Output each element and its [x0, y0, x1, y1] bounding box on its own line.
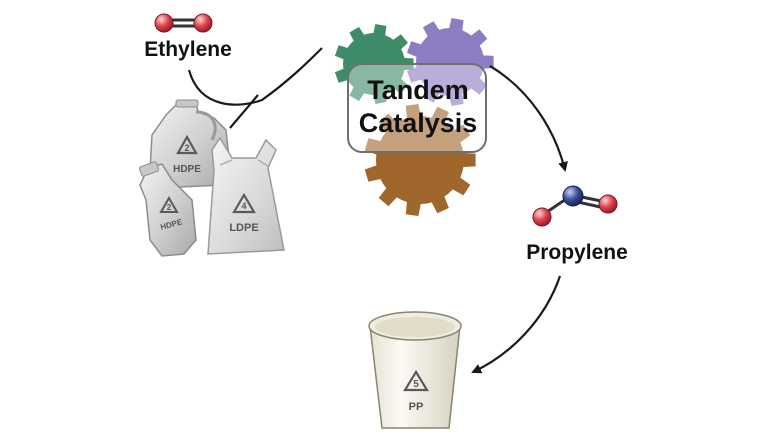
ldpe-bag: [207, 136, 285, 255]
arrow-to-polypropylene: [471, 275, 562, 374]
propylene-molecule: [532, 185, 618, 227]
recycle-code-cup: PP: [409, 401, 424, 413]
central-carbon-atom: [562, 185, 584, 207]
propylene-label: Propylene: [526, 241, 628, 264]
methyl-carbon-atom: [532, 207, 552, 227]
recycle-code-jug: HDPE: [173, 164, 201, 175]
catalyst-gears: [334, 18, 494, 216]
recycle-triangle-icon: [176, 134, 198, 155]
cup-inside: [375, 317, 455, 337]
catalysis-label-line2: Catalysis: [359, 108, 478, 138]
gear-brown: [364, 104, 476, 216]
recycle-triangle-icon: [232, 192, 256, 214]
recycle-triangle-icon: [403, 369, 429, 392]
ethylene-feed-curve: [187, 47, 323, 106]
recycle-symbol-jug: 2 HDPE: [173, 134, 201, 175]
plastic-feed-line: [229, 94, 259, 129]
ethylene-molecule: [154, 13, 213, 33]
recycle-number-bag: 4: [241, 201, 246, 211]
ethylene-label: Ethylene: [144, 38, 232, 61]
carbon-atom-left: [154, 13, 174, 33]
polypropylene-cup: 5 PP: [368, 311, 462, 429]
carbon-atom-right: [193, 13, 213, 33]
recycle-symbol-bag: 4 LDPE: [229, 192, 259, 234]
recycle-number-jug: 2: [184, 143, 189, 153]
recycle-number-bottle: 2: [167, 203, 172, 212]
terminal-carbon-atom: [598, 194, 618, 214]
gear-purple: [407, 18, 494, 106]
catalysis-label-box: [347, 63, 487, 153]
plastic-waste-group: 2 HDPE 2 HDPE 4 LDPE: [138, 99, 285, 257]
catalysis-label-line1: Tandem: [367, 75, 469, 105]
hdpe-bottle: [138, 161, 197, 257]
recycle-code-bag: LDPE: [229, 222, 258, 234]
recycle-number-cup: 5: [413, 379, 419, 390]
recycle-triangle-icon: [159, 195, 179, 213]
arrow-to-propylene: [489, 65, 568, 172]
